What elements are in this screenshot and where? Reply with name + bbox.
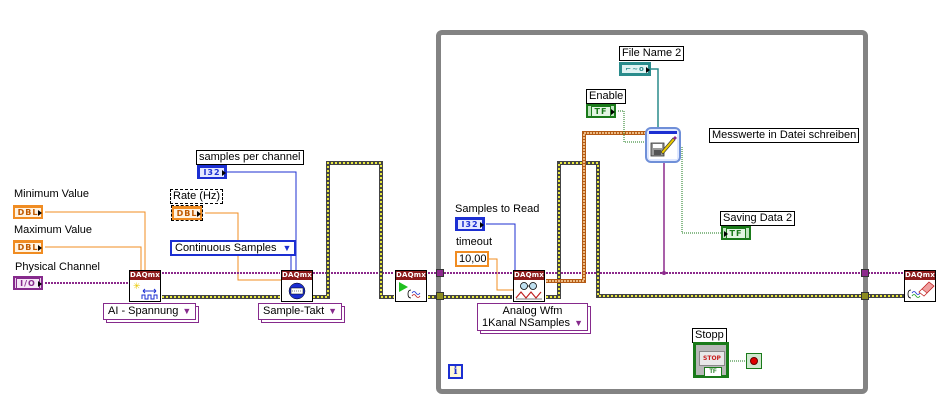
wire-saving-data (681, 147, 722, 234)
iteration-terminal: i (448, 364, 463, 379)
node-header: DAQmx (130, 271, 160, 280)
dropdown-arrow-icon[interactable]: ▼ (182, 306, 192, 316)
type-badge: I/O (16, 277, 40, 289)
wire-max-value (45, 246, 142, 272)
comment-write-file: Messwerte in Datei schreiben (709, 128, 860, 143)
wire-timeout (489, 258, 513, 291)
selector-value: AI - Spannung (108, 305, 179, 317)
dropdown-arrow-icon[interactable]: ▼ (574, 318, 583, 328)
daqmx-read-node[interactable]: DAQmx (513, 270, 545, 302)
wire-enable (618, 110, 646, 143)
wire-samples-to-read (486, 223, 516, 270)
sample-mode-ring[interactable]: Continuous Samples ▼ (170, 240, 297, 256)
daqmx-start-task-node[interactable]: DAQmx (395, 270, 427, 302)
timeout-label: timeout (456, 236, 493, 248)
selector-value-line2: 1Kanal NSamples (482, 317, 571, 329)
rate-terminal[interactable]: DBL (171, 205, 203, 221)
write-file-icon (650, 136, 677, 157)
max-value-terminal[interactable]: DBL (13, 240, 43, 254)
node-header: DAQmx (514, 271, 544, 280)
min-value-label: Minimum Value (14, 188, 89, 200)
timing-selector[interactable]: Sample-Takt▼ (258, 303, 343, 320)
create-channel-icon: ✳ (133, 282, 158, 300)
enable-terminal[interactable]: TF (586, 104, 616, 118)
max-value-label: Maximum Value (14, 224, 93, 236)
create-channel-selector[interactable]: AI - Spannung▼ (103, 303, 197, 320)
samples-to-read-terminal[interactable]: I32 (455, 217, 485, 231)
eraser-icon (907, 281, 935, 299)
enable-label: Enable (586, 89, 627, 104)
loop-condition-stop-icon[interactable] (746, 353, 762, 369)
glasses-icon (515, 282, 542, 300)
type-badge: DBL (172, 207, 202, 219)
saving-data-indicator[interactable]: TF (721, 226, 751, 240)
selector-value: Sample-Takt (263, 305, 325, 317)
stop-label: Stopp (692, 328, 727, 343)
file-path-icon: ⌐~o (621, 64, 649, 74)
daqmx-create-channel-node[interactable]: DAQmx ✳ (129, 270, 161, 302)
error-tunnel-in[interactable] (436, 292, 444, 300)
wire-samples-per-channel (227, 171, 297, 270)
task-tunnel-out[interactable] (861, 269, 869, 277)
samples-per-channel-label: samples per channel (196, 150, 304, 165)
stop-button-face: STOP (699, 351, 725, 366)
stop-button-terminal[interactable]: STOP TF (693, 342, 729, 378)
type-badge: DBL (13, 241, 43, 253)
svg-text:✳: ✳ (133, 282, 141, 292)
file-name-label: File Name 2 (619, 46, 685, 61)
wire-file-name (651, 68, 659, 127)
min-value-terminal[interactable]: DBL (13, 205, 43, 219)
daqmx-timing-node[interactable]: DAQmx (281, 270, 313, 302)
read-selector[interactable]: Analog Wfm 1Kanal NSamples▼ (477, 303, 588, 331)
type-badge: TF (704, 367, 722, 377)
type-badge: TF (590, 105, 612, 117)
while-loop[interactable] (436, 30, 868, 394)
error-tunnel-out[interactable] (861, 292, 869, 300)
dropdown-arrow-icon[interactable]: ▼ (328, 306, 338, 316)
type-badge: DBL (13, 206, 43, 218)
dropdown-arrow-icon[interactable]: ▼ (282, 243, 292, 253)
write-measurement-file-node[interactable] (645, 127, 681, 163)
samples-per-channel-terminal[interactable]: I32 (197, 165, 227, 179)
file-name-terminal[interactable]: ⌐~o (619, 62, 651, 76)
type-badge: I32 (457, 218, 483, 230)
ring-value: Continuous Samples (175, 242, 277, 254)
timeout-constant[interactable]: 10,00 (455, 251, 489, 267)
daqmx-clear-task-node[interactable]: DAQmx (904, 270, 936, 302)
physical-channel-label: Physical Channel (15, 261, 100, 273)
wire-min-value (45, 211, 146, 272)
type-badge: TF (725, 227, 747, 239)
node-header: DAQmx (905, 271, 935, 280)
samples-to-read-label: Samples to Read (455, 203, 540, 215)
rate-label: Rate (Hz) (170, 189, 224, 204)
node-header: DAQmx (282, 271, 312, 280)
type-badge: I32 (199, 166, 225, 178)
saving-data-label: Saving Data 2 (720, 211, 796, 226)
clock-icon (288, 282, 306, 300)
start-task-icon (399, 282, 421, 299)
node-header: DAQmx (396, 271, 426, 280)
task-tunnel-in[interactable] (436, 269, 444, 277)
selector-value-line1: Analog Wfm (502, 305, 563, 317)
error-wire-4 (546, 161, 864, 299)
physical-channel-terminal[interactable]: I/O (13, 276, 43, 290)
